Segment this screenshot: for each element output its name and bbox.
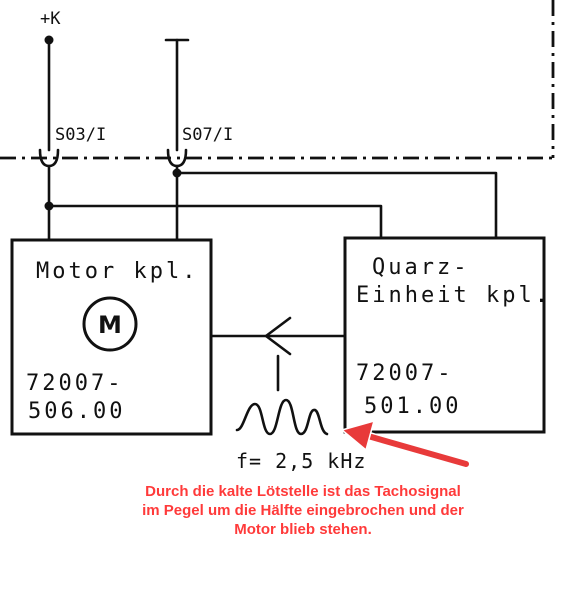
connector-s03-label: S03/I (55, 125, 106, 145)
quartz-title-2: Einheit kpl. (356, 283, 551, 308)
wire-to-quartz-lower (47, 204, 383, 240)
tacho-waveform (235, 398, 329, 436)
frequency-label: f= 2,5 kHz (236, 449, 366, 473)
motor-part-number-1: 72007- (26, 371, 123, 396)
quartz-title-1: Quarz- (372, 255, 469, 280)
plus-k-label: +K (40, 9, 61, 29)
motor-part-number-2: 506.00 (28, 399, 125, 424)
wire-to-quartz-upper (175, 171, 498, 240)
annotation-arrow-shaft-red (365, 433, 469, 467)
quartz-part-number-2: 501.00 (364, 394, 461, 419)
tacho-signal-arrowhead (264, 316, 292, 356)
connector-s07-label: S07/I (182, 125, 233, 145)
annotation-arrow-head (340, 419, 376, 452)
annotation-note: Durch die kalte Lötstelle ist das Tachos… (142, 483, 464, 538)
motor-title: Motor kpl. (36, 259, 198, 284)
quartz-part-number-1: 72007- (356, 361, 453, 386)
motor-symbol-circle (82, 296, 138, 352)
motor-symbol-letter: M (98, 311, 122, 339)
